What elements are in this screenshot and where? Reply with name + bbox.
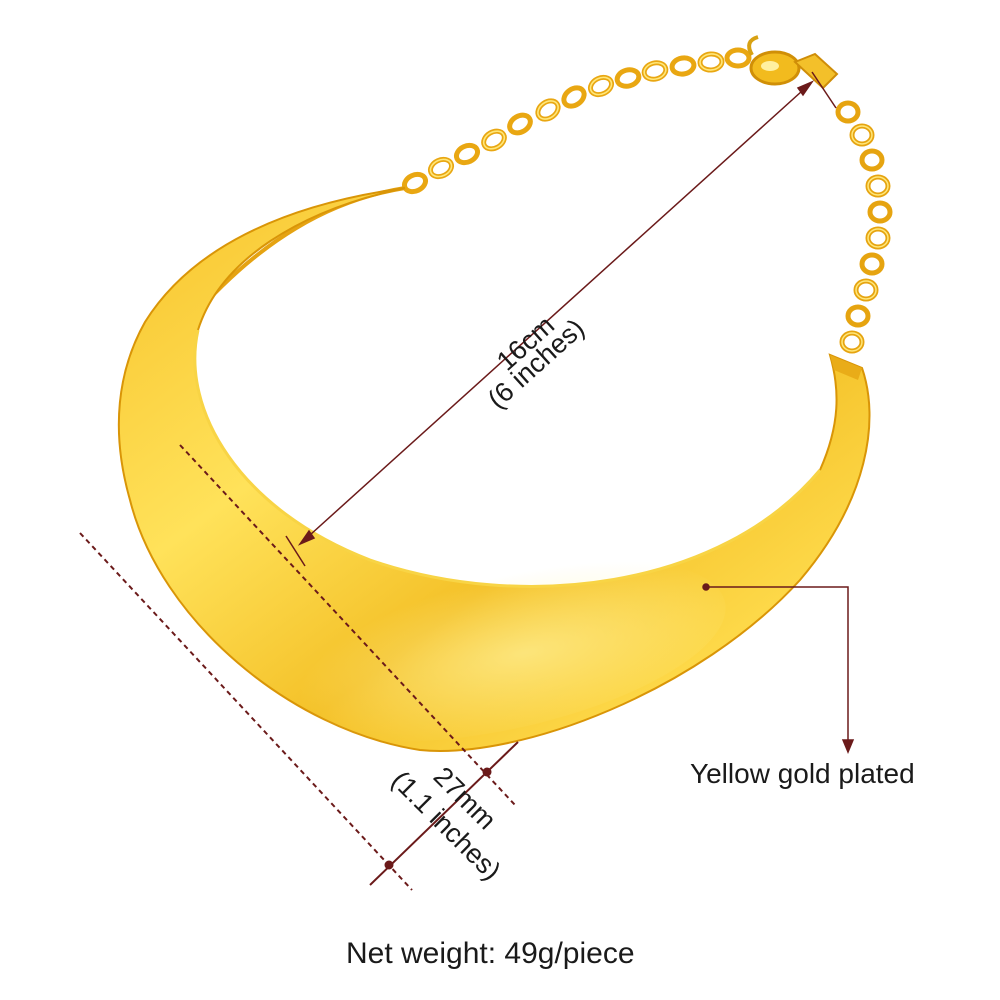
weight-label: Net weight: 49g/piece: [346, 937, 635, 970]
chain-right: [835, 100, 893, 354]
chain-right-highlight: [841, 125, 889, 352]
collar-shine: [274, 558, 726, 742]
finish-callout: [702, 583, 855, 754]
collar-tip-right: [830, 355, 862, 380]
lobster-clasp: [747, 35, 839, 90]
finish-label: Yellow gold plated: [690, 758, 915, 789]
collar-inner-edge: [193, 329, 822, 588]
width-dimension: [79, 444, 519, 891]
chain-highlight: [429, 53, 723, 178]
chain-left: [401, 47, 752, 195]
length-dimension: [285, 71, 837, 567]
